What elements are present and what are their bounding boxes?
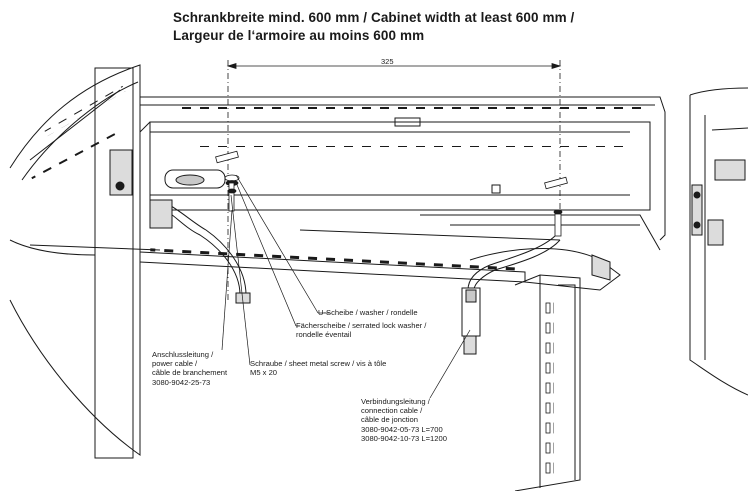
serrated-line-1: Fächerscheibe / serrated lock washer / [296,321,427,330]
title-line-2: Largeur de l‘armoire au moins 600 mm [173,28,425,43]
power-line-3: câble de branchement [152,368,228,378]
connection-line-1: Verbindungsleitung / [361,397,430,406]
power-line-4: 3080-9042-25-73 [152,377,211,387]
connection-line-3: câble de jonction [361,415,418,425]
right-post [514,274,581,491]
serrated-line-2: rondelle éventail [296,330,352,340]
leader-lines [221,174,471,399]
connection-line-5: 3080-9042-10-73 L=1200 [361,433,447,443]
washer-text: U-Scheibe / washer / rondelle [318,308,418,317]
front-rail [29,244,621,291]
dimension-label: 325 [381,57,394,66]
washer-callout: U-Scheibe / washer / rondelle [318,308,418,317]
screw-line-2: M5 x 20 [250,368,278,378]
connection-line-2: connection cable / [361,406,423,416]
power-cable-drawing [149,199,251,304]
power-cable-callout: Anschlussleitung / power cable / câble d… [152,350,227,387]
serrated-washer-callout: Fächerscheibe / serrated lock washer / r… [296,321,426,339]
connection-line-4: 3080-9042-05-73 L=700 [361,424,443,434]
left-side-frame [9,64,141,459]
right-side-frame [591,87,748,396]
screw-line-1: Schraube / sheet metal screw / vis à tôl… [250,359,387,368]
power-line-1: Anschlussleitung / [152,350,214,359]
power-line-2: power cable / [152,359,198,369]
right-fastener [544,176,568,237]
screw-callout: Schraube / sheet metal screw / vis à tôl… [250,359,386,377]
connection-cable-drawing [461,235,561,355]
title-line-1: Schrankbreite mind. 600 mm / Cabinet wid… [173,10,575,25]
top-frame [139,96,666,251]
connection-cable-callout: Verbindungsleitung / connection cable / … [361,397,447,443]
